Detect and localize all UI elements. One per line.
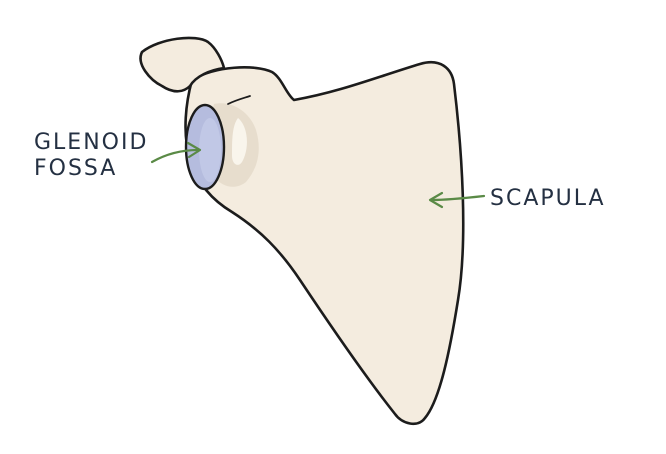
- bone-highlight: [232, 118, 247, 165]
- scapula-label: SCAPULA: [490, 186, 606, 211]
- scapula-arrow-shaft: [430, 194, 486, 202]
- glenoid-arrow-shaft: [150, 148, 200, 164]
- acromion-process: [139, 36, 226, 93]
- glenoid-label-line1: GLENOID: [34, 130, 149, 155]
- glenoid-arrow: [150, 141, 202, 164]
- glenoid-fossa-inner: [199, 118, 221, 182]
- glenoid-arrow-head: [186, 141, 202, 159]
- process-fold-line: [227, 95, 251, 105]
- scapula-arrow-head: [428, 191, 444, 209]
- glenoid-label-line2: FOSSA: [34, 156, 118, 181]
- glenoid-fossa-label: GLENOID FOSSA: [34, 130, 148, 182]
- scapula-arrow: [428, 191, 486, 209]
